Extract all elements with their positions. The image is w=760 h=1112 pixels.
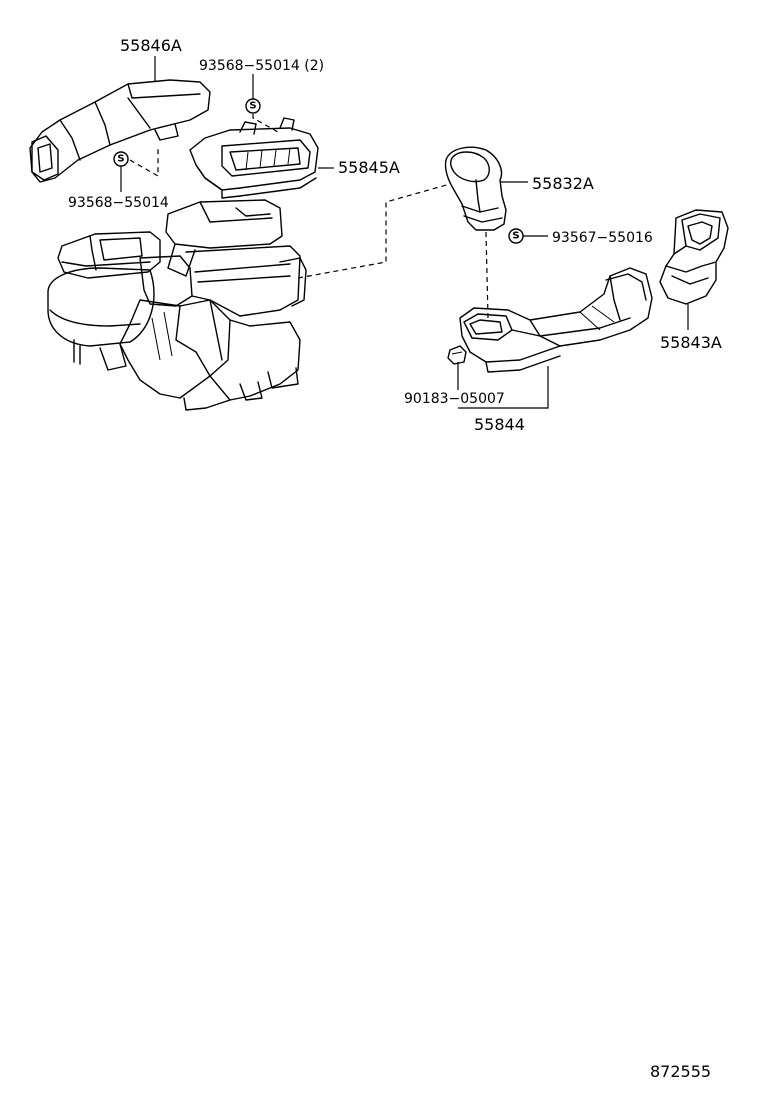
screw-icon-93568-top: S — [245, 98, 261, 114]
label-55832A: 55832A — [532, 174, 594, 193]
label-93568-55014-2: 93568−55014 (2) — [199, 58, 324, 74]
svg-text:S: S — [512, 231, 519, 242]
screw-icon-93568-left: S — [113, 151, 129, 167]
heater-unit-assembly — [47, 199, 307, 411]
leader-lines — [120, 56, 689, 409]
duct-55846A — [29, 79, 211, 183]
label-93567-55016: 93567−55016 — [552, 230, 653, 246]
clip-90183 — [447, 345, 467, 365]
bracket-55845A — [189, 117, 319, 199]
svg-text:S: S — [249, 101, 256, 112]
duct-55843A — [659, 209, 729, 305]
duct-55844 — [459, 267, 653, 373]
label-93568-55014: 93568−55014 — [68, 195, 169, 211]
screw-icon-93567: S — [508, 228, 524, 244]
svg-text:S: S — [117, 154, 124, 165]
label-55845A: 55845A — [338, 158, 400, 177]
drawing-number: 872555 — [650, 1062, 711, 1081]
label-55846A: 55846A — [120, 36, 182, 55]
label-55843A: 55843A — [660, 333, 722, 352]
label-90183-05007: 90183−05007 — [404, 391, 505, 407]
assembly-dashed-lines — [129, 114, 489, 319]
duct-55832A — [444, 146, 507, 231]
label-55844: 55844 — [474, 415, 525, 434]
part-labels: 55846A 93568−55014 (2) 93568−55014 55845… — [68, 36, 722, 1081]
